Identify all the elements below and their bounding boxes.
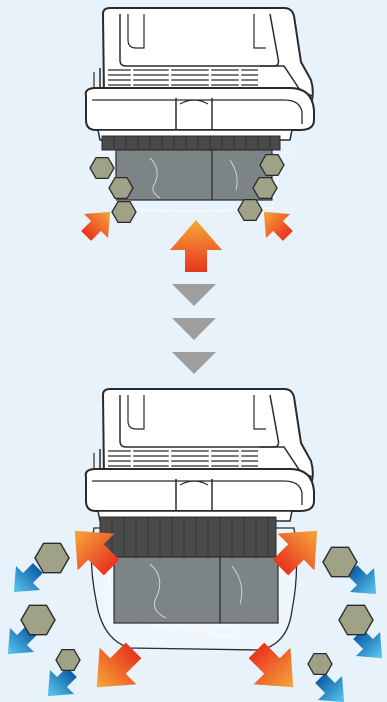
panel-released	[0, 389, 387, 702]
panel-trapped	[74, 8, 314, 272]
down-triangle-icon	[172, 284, 216, 374]
air-purifier-icon	[86, 389, 314, 521]
